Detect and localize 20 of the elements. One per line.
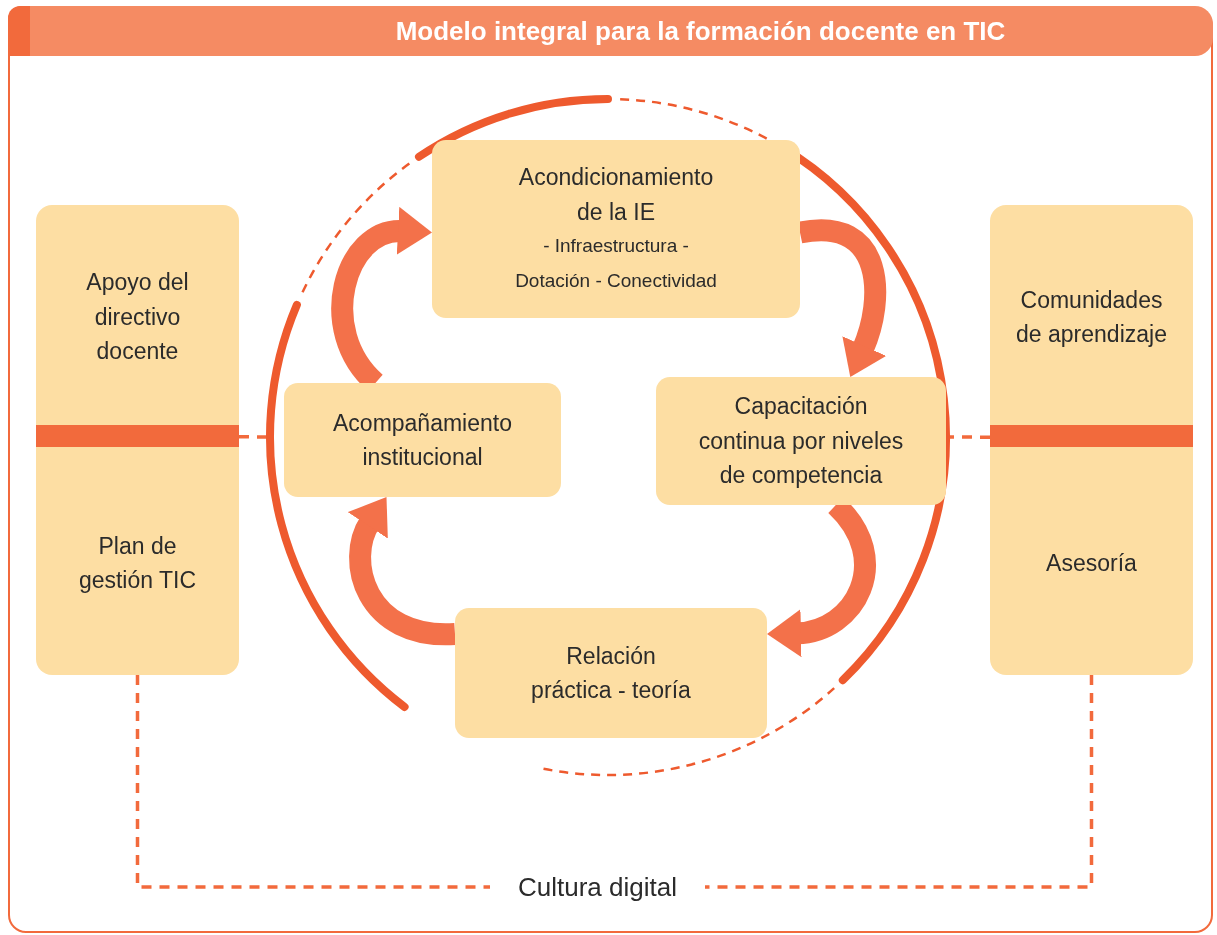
- side-panel: [990, 205, 1193, 675]
- panel-label: Comunidades de aprendizaje: [1015, 285, 1168, 349]
- process-box: [455, 608, 767, 738]
- panel-label: Asesoría: [1046, 548, 1137, 578]
- curved-arrow: [798, 219, 887, 378]
- node-label: Cultura digital: [490, 868, 705, 906]
- box-sublabel: - Infraestructura - Dotación - Conectividad: [514, 234, 718, 293]
- box-label: Capacitación continua por niveles de competencia: [697, 392, 905, 491]
- panel-label: Plan de gestión TIC: [77, 531, 198, 595]
- process-box: [284, 383, 561, 497]
- title-banner: Modelo integral para la formación docente en TIC: [8, 6, 1213, 56]
- panel-label: Apoyo del directivo docente: [85, 268, 190, 367]
- box-label: Acompañamiento institucional: [332, 408, 513, 472]
- dashed-connector: [705, 675, 1094, 889]
- dashed-connector: [135, 675, 490, 889]
- side-panel: [36, 205, 239, 675]
- box-label: Acondicionamiento de la IE: [517, 163, 715, 227]
- process-box: [432, 140, 800, 318]
- process-box: [656, 377, 946, 505]
- box-label: Relación práctica - teoría: [530, 641, 692, 705]
